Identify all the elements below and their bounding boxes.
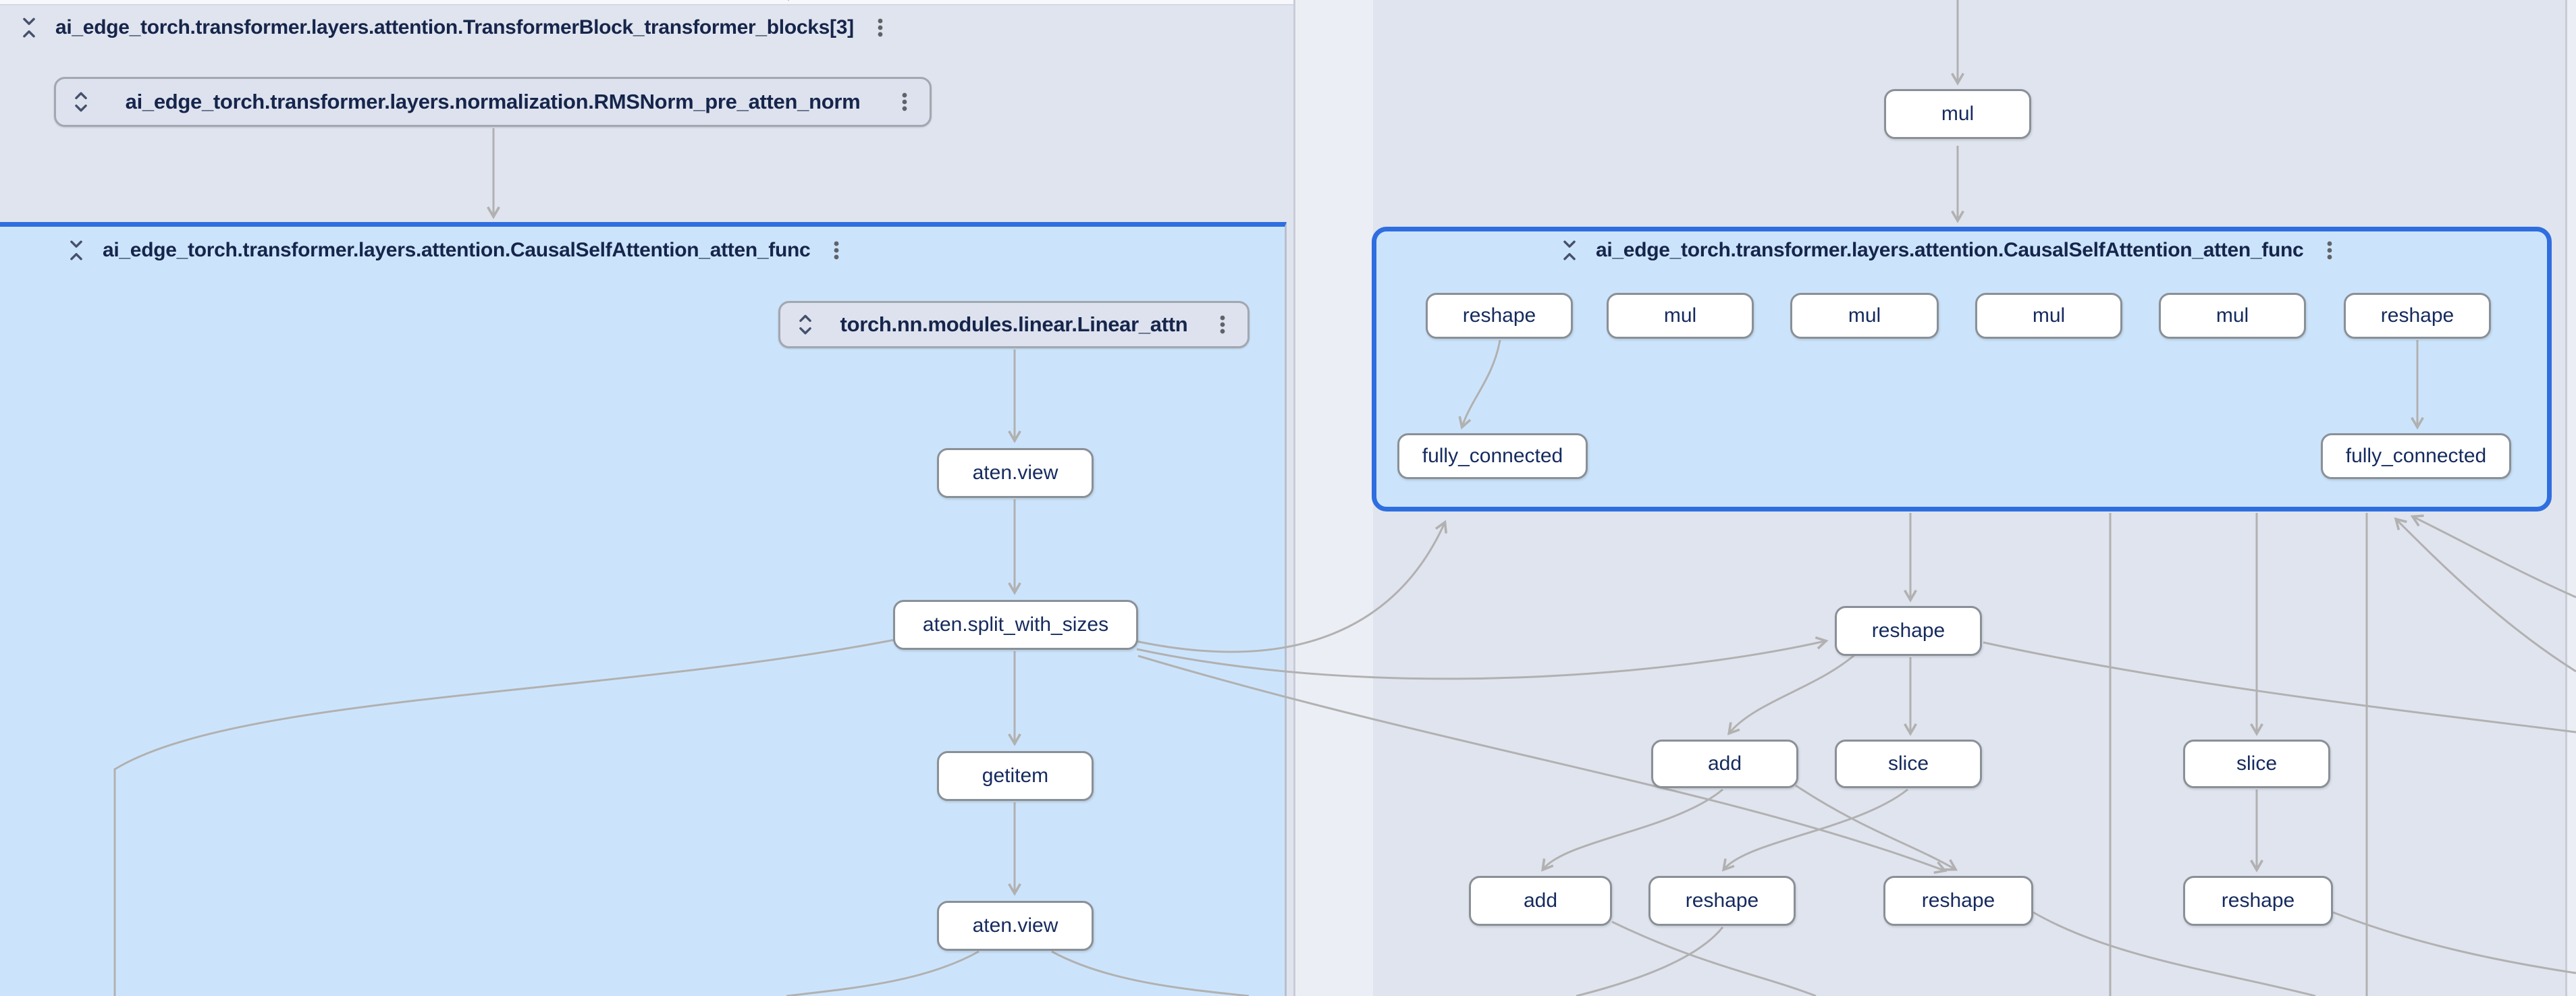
more-vert-icon[interactable] bbox=[824, 238, 849, 263]
expand-vertical-icon[interactable] bbox=[793, 312, 818, 337]
group-header-right-attention: ai_edge_torch.transformer.layers.attenti… bbox=[1557, 238, 2342, 263]
op-node-reshape[interactable]: reshape bbox=[1648, 876, 1796, 926]
group-header-left-attention: ai_edge_torch.transformer.layers.attenti… bbox=[63, 238, 849, 263]
op-node-fully-connected[interactable]: fully_connected bbox=[2321, 433, 2511, 479]
edge bbox=[786, 950, 980, 996]
edge bbox=[1795, 784, 1958, 871]
left-group-right-border bbox=[1293, 0, 1295, 996]
group-header-transformer-block: ai_edge_torch.transformer.layers.attenti… bbox=[16, 15, 893, 40]
more-vert-icon[interactable] bbox=[1210, 312, 1235, 337]
edge bbox=[2332, 911, 2576, 974]
edge bbox=[2033, 911, 2316, 996]
edge bbox=[113, 638, 896, 996]
op-node-mul[interactable]: mul bbox=[1607, 293, 1754, 339]
collapse-vertical-icon[interactable] bbox=[1557, 238, 1582, 263]
op-node-aten-view[interactable]: aten.view bbox=[937, 901, 1094, 951]
more-vert-icon[interactable] bbox=[892, 89, 917, 115]
group-pill-label: ai_edge_torch.transformer.layers.normali… bbox=[125, 90, 861, 113]
op-node-getitem[interactable]: getitem bbox=[937, 751, 1094, 801]
collapse-vertical-icon[interactable] bbox=[16, 15, 42, 40]
edge bbox=[1051, 950, 1250, 996]
collapse-vertical-icon[interactable] bbox=[63, 238, 89, 263]
edge bbox=[1137, 655, 1948, 875]
op-node-mul[interactable]: mul bbox=[1975, 293, 2122, 339]
edge bbox=[1721, 788, 1908, 872]
op-node-reshape[interactable]: reshape bbox=[2183, 876, 2333, 926]
op-node-aten-view[interactable]: aten.view bbox=[937, 448, 1094, 498]
more-vert-icon[interactable] bbox=[867, 15, 893, 40]
canvas-top-strip bbox=[0, 0, 1293, 5]
op-node-slice[interactable]: slice bbox=[1835, 740, 1982, 788]
edge bbox=[1136, 636, 1829, 680]
edge bbox=[1611, 920, 1817, 996]
op-node-add[interactable]: add bbox=[1469, 876, 1612, 926]
group-pill-linear[interactable]: torch.nn.modules.linear.Linear_attn bbox=[778, 301, 1250, 348]
edge bbox=[1983, 641, 2576, 734]
edge bbox=[1541, 788, 1723, 872]
group-pill-label: torch.nn.modules.linear.Linear_attn bbox=[840, 312, 1188, 336]
op-node-reshape[interactable]: reshape bbox=[1883, 876, 2033, 926]
edge bbox=[1135, 520, 1448, 653]
op-node-reshape[interactable]: reshape bbox=[1426, 293, 1573, 339]
right-group-right-border bbox=[2565, 0, 2567, 996]
op-node-mul[interactable]: mul bbox=[1884, 89, 2031, 139]
op-node-reshape[interactable]: reshape bbox=[2344, 293, 2491, 339]
group-title: ai_edge_torch.transformer.layers.attenti… bbox=[1596, 239, 2304, 261]
op-node-fully-connected[interactable]: fully_connected bbox=[1397, 433, 1588, 479]
edge bbox=[1458, 339, 1501, 430]
op-node-add[interactable]: add bbox=[1651, 740, 1798, 788]
op-node-slice[interactable]: slice bbox=[2183, 740, 2330, 788]
op-node-aten-split-with-sizes[interactable]: aten.split_with_sizes bbox=[893, 600, 1138, 650]
more-vert-icon[interactable] bbox=[2317, 238, 2342, 263]
expand-vertical-icon[interactable] bbox=[68, 89, 94, 115]
group-title: ai_edge_torch.transformer.layers.attenti… bbox=[55, 16, 854, 38]
op-node-mul[interactable]: mul bbox=[2159, 293, 2306, 339]
edge bbox=[2394, 517, 2576, 673]
edge bbox=[1576, 926, 1724, 996]
edge bbox=[2410, 514, 2576, 599]
edge bbox=[1727, 653, 1856, 736]
op-node-reshape[interactable]: reshape bbox=[1835, 606, 1982, 656]
group-pill-rmsnorm[interactable]: ai_edge_torch.transformer.layers.normali… bbox=[54, 77, 932, 127]
op-node-mul[interactable]: mul bbox=[1790, 293, 1939, 339]
group-title: ai_edge_torch.transformer.layers.attenti… bbox=[103, 239, 811, 261]
